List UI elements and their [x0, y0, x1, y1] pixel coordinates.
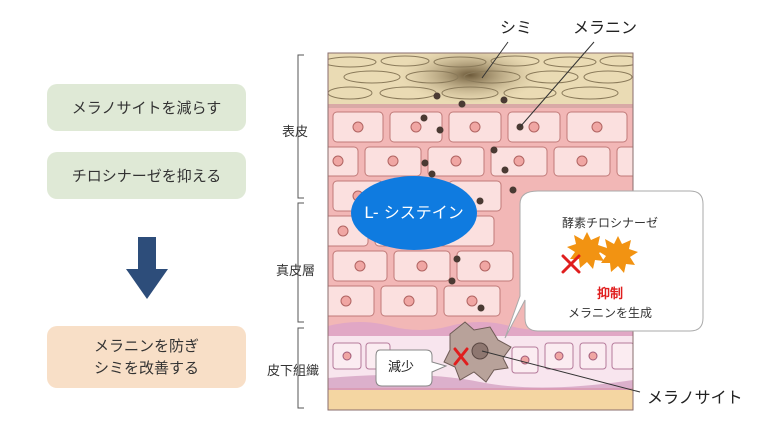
prevent-melanin-text: メラニンを防ぎ シミを改善する	[93, 337, 199, 377]
reduce-melanocyte-text: メラノサイトを減らす	[71, 98, 222, 117]
inhibit-cross-icon	[561, 254, 581, 274]
layer-brackets	[297, 54, 304, 409]
inhibit-label: 抑制	[596, 287, 623, 302]
epidermis-label: 表皮	[282, 125, 309, 140]
decrease-label: 減少	[387, 360, 414, 375]
generate-label: メラニンを生成	[567, 306, 652, 320]
down-arrow-icon	[126, 237, 168, 299]
cross-mark-icon	[453, 347, 469, 366]
spot-pointer	[481, 41, 509, 79]
cysteine-label: L- システイン	[364, 203, 464, 222]
cell-nuclei	[332, 121, 603, 307]
suppress-tyrosinase-box: チロシナーゼを抑える	[47, 152, 246, 199]
subcutis-label: 皮下組織	[267, 364, 320, 379]
enzyme-bubble	[504, 190, 704, 339]
prevent-melanin-box: メラニンを防ぎ シミを改善する	[47, 326, 246, 388]
melanin-label: メラニン	[573, 18, 638, 37]
enzyme-star-icon	[567, 232, 638, 273]
cysteine-ellipse	[351, 176, 477, 250]
decrease-bubble	[375, 349, 448, 387]
melanocyte-label: メラノサイト	[647, 388, 743, 407]
enzyme-title: 酵素チロシナーゼ	[561, 216, 658, 230]
spot-label: シミ	[500, 18, 533, 37]
suppress-tyrosinase-text: チロシナーゼを抑える	[71, 166, 222, 185]
melanocyte-pointer	[481, 350, 641, 393]
reduce-melanocyte-box: メラノサイトを減らす	[47, 84, 246, 131]
dermis-label: 真皮層	[276, 264, 316, 279]
melanin-pointer	[519, 41, 595, 128]
melanin-granules	[420, 92, 524, 312]
